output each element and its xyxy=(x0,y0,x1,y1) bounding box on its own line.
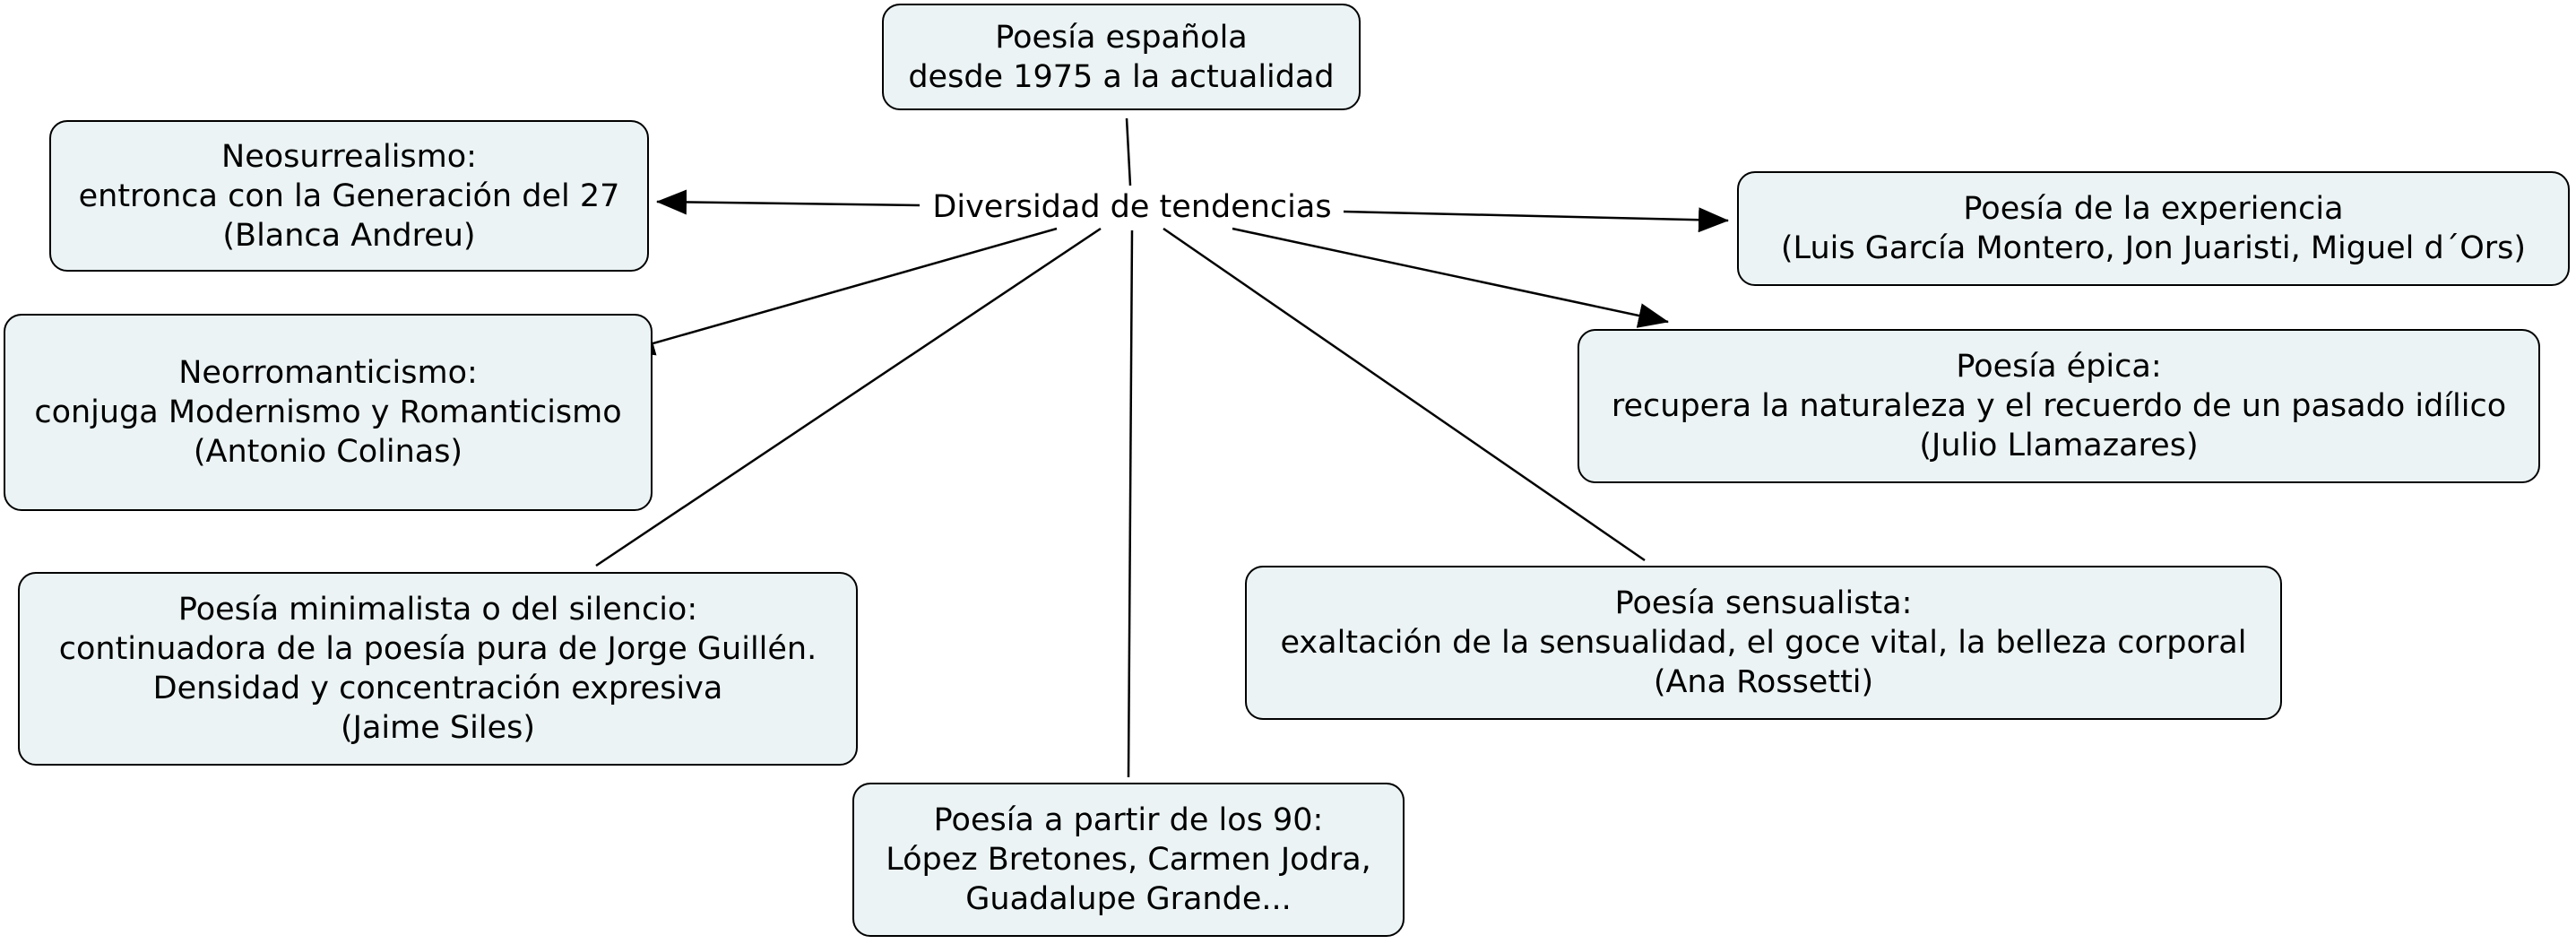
node-text: Densidad y concentración expresiva xyxy=(152,671,723,706)
node-text: conjuga Modernismo y Romanticismo xyxy=(34,394,622,430)
node-text: López Bretones, Carmen Jodra, xyxy=(886,842,1371,878)
node-text: (Luis García Montero, Jon Juaristi, Migu… xyxy=(1780,230,2527,266)
link-title-to-phrase xyxy=(1125,117,1132,186)
node-text: Poesía a partir de los 90: xyxy=(933,802,1324,838)
concept-epica[interactable]: Poesía épica: recupera la naturaleza y e… xyxy=(1578,329,2540,483)
link-to-minimalista xyxy=(595,227,1102,567)
node-text: entronca con la Generación del 27 xyxy=(78,178,620,214)
node-text: Guadalupe Grande... xyxy=(965,881,1292,917)
node-text: Neorromanticismo: xyxy=(178,355,478,391)
link-to-noventa xyxy=(1127,230,1134,778)
node-text: Poesía minimalista o del silencio: xyxy=(177,592,698,628)
node-text: (Blanca Andreu) xyxy=(222,217,476,254)
node-text: exaltación de la sensualidad, el goce vi… xyxy=(1280,625,2247,661)
node-text: (Julio Llamazares) xyxy=(1919,428,2199,463)
linking-phrase[interactable]: Diversidad de tendencias xyxy=(925,187,1339,227)
link-to-sensualista xyxy=(1163,227,1646,562)
node-text: (Antonio Colinas) xyxy=(193,434,463,470)
arrow-to-experiencia xyxy=(1343,207,1729,233)
node-text: Neosurrealismo: xyxy=(221,138,477,175)
concept-sensualista[interactable]: Poesía sensualista: exaltación de la sen… xyxy=(1245,566,2282,720)
concept-experiencia[interactable]: Poesía de la experiencia (Luis García Mo… xyxy=(1737,171,2570,286)
node-text: (Jaime Siles) xyxy=(341,710,535,746)
concept-title[interactable]: Poesía española desde 1975 a la actualid… xyxy=(882,4,1361,110)
concept-noventa[interactable]: Poesía a partir de los 90: López Bretone… xyxy=(852,783,1405,937)
node-text: Poesía épica: xyxy=(1956,349,2162,385)
node-text: (Ana Rossetti) xyxy=(1653,664,1874,700)
arrow-to-neosurrealismo xyxy=(656,189,921,215)
concept-neosurrealismo[interactable]: Neosurrealismo: entronca con la Generaci… xyxy=(49,120,649,272)
node-text: Poesía española xyxy=(995,19,1248,56)
concept-minimalista[interactable]: Poesía minimalista o del silencio: conti… xyxy=(18,572,858,766)
node-text: continuadora de la poesía pura de Jorge … xyxy=(58,631,817,667)
node-text: desde 1975 a la actualidad xyxy=(908,58,1335,95)
node-text: Poesía de la experiencia xyxy=(1963,191,2344,227)
arrow-to-neorromanticismo xyxy=(624,227,1058,356)
node-text: recupera la naturaleza y el recuerdo de … xyxy=(1611,388,2507,424)
node-text: Poesía sensualista: xyxy=(1614,585,1913,621)
arrow-to-epica xyxy=(1232,227,1669,328)
concept-neorromanticismo[interactable]: Neorromanticismo: conjuga Modernismo y R… xyxy=(4,314,653,511)
